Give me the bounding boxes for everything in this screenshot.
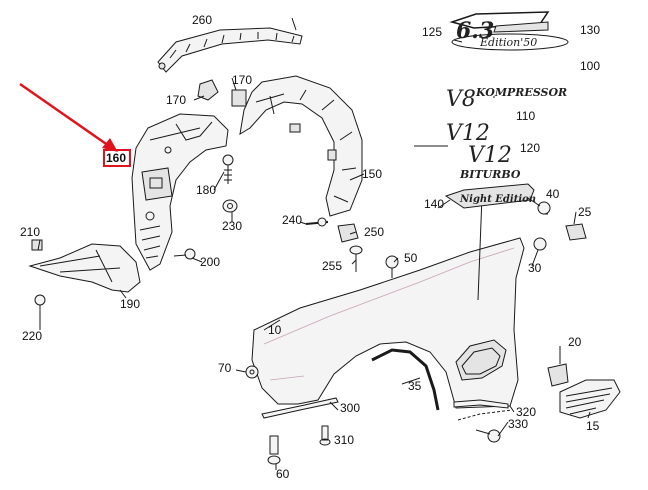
label-120[interactable]: 120: [520, 141, 540, 155]
part-190-lower-shield[interactable]: [28, 243, 141, 293]
highlight-arrowhead-icon: [102, 138, 118, 152]
label-15[interactable]: 15: [586, 419, 600, 433]
part-20-clip[interactable]: [547, 363, 569, 387]
emblem-v12-text: V12: [446, 121, 490, 146]
emblem-night-edition[interactable]: Night Edition: [444, 183, 536, 209]
label-35[interactable]: 35: [408, 379, 422, 393]
emblem-kompressor-text: KOMPRESSOR: [475, 86, 567, 99]
emblem-63-amg[interactable]: 6.3: [449, 11, 550, 44]
part-70-nut[interactable]: [245, 365, 259, 379]
label-70[interactable]: 70: [218, 361, 232, 375]
label-260[interactable]: 260: [192, 13, 212, 27]
emblem-night-edition-text: Night Edition: [459, 194, 536, 205]
part-250-clip[interactable]: [337, 223, 359, 243]
label-140[interactable]: 140: [424, 197, 444, 211]
label-300[interactable]: 300: [340, 401, 360, 415]
label-210[interactable]: 210: [20, 225, 40, 239]
part-210-clip[interactable]: [31, 239, 43, 251]
part-240-pin[interactable]: [305, 217, 329, 227]
part-40-screw[interactable]: [537, 201, 551, 215]
emblem-v12-biturbo-text: V12: [468, 143, 512, 168]
part-10-front-fender[interactable]: [251, 195, 525, 409]
part-220-screw[interactable]: [34, 294, 46, 322]
part-15-side-vent[interactable]: [559, 379, 621, 419]
label-150[interactable]: 150: [362, 167, 382, 181]
label-310[interactable]: 310: [334, 433, 354, 447]
part-300-trim-strip[interactable]: [261, 397, 339, 419]
label-330[interactable]: 330: [508, 417, 528, 431]
label-240[interactable]: 240: [282, 213, 302, 227]
label-50[interactable]: 50: [404, 251, 418, 265]
emblem-v8-text: V8: [446, 87, 476, 112]
part-310-pin[interactable]: [319, 425, 331, 446]
label-25[interactable]: 25: [578, 205, 592, 219]
part-35-arch-molding[interactable]: [371, 348, 440, 411]
label-230[interactable]: 230: [222, 219, 242, 233]
highlight-box: [103, 149, 131, 167]
label-60[interactable]: 60: [276, 467, 290, 481]
label-320[interactable]: 320: [516, 405, 536, 419]
part-200-screw[interactable]: [173, 248, 196, 260]
label-255[interactable]: 255: [322, 259, 342, 273]
emblem-biturbo-text: BITURBO: [459, 168, 521, 181]
part-25-clip[interactable]: [565, 223, 587, 241]
highlight-annotation: [19, 82, 131, 167]
label-170-b[interactable]: 170: [232, 73, 252, 87]
label-130[interactable]: 130: [580, 23, 600, 37]
leader-lines: [37, 17, 591, 470]
part-150-wheel-liner[interactable]: [239, 75, 363, 217]
label-160[interactable]: 160: [106, 151, 126, 165]
label-200[interactable]: 200: [200, 255, 220, 269]
part-260-liner-strip[interactable]: [157, 27, 303, 73]
label-30[interactable]: 30: [528, 261, 542, 275]
emblem-edition50[interactable]: Edition'50: [451, 33, 569, 51]
label-110[interactable]: 110: [516, 109, 535, 123]
part-180-screw[interactable]: [222, 154, 234, 184]
part-170-clip-b[interactable]: [231, 89, 247, 107]
label-100[interactable]: 100: [580, 59, 600, 73]
label-180[interactable]: 180: [196, 183, 216, 197]
part-60-bolt[interactable]: [267, 435, 281, 465]
part-230-nut[interactable]: [222, 199, 238, 213]
label-125[interactable]: 125: [422, 25, 442, 39]
emblem-v12[interactable]: V12: [446, 121, 490, 146]
part-30-screw[interactable]: [533, 237, 547, 251]
part-255-screw[interactable]: [349, 245, 363, 272]
part-170-clip-a[interactable]: [197, 79, 219, 101]
label-190[interactable]: 190: [120, 297, 140, 311]
emblem-edition50-text: Edition'50: [479, 36, 537, 49]
part-160-wheel-arch-liner[interactable]: [131, 113, 229, 271]
emblem-v8-kompressor[interactable]: V8 KOMPRESSOR: [446, 86, 567, 112]
callout-labels: 260 160 170 170 180 230 200 210 220 190 …: [20, 13, 600, 481]
emblem-v12-biturbo[interactable]: V12 BITURBO: [459, 143, 521, 181]
part-50-bolt[interactable]: [385, 255, 399, 278]
part-320-trim-strip[interactable]: [453, 399, 513, 421]
label-220[interactable]: 220: [22, 329, 42, 343]
svg-text:6.3: 6.3: [456, 18, 494, 44]
label-40[interactable]: 40: [546, 187, 560, 201]
label-170-a[interactable]: 170: [166, 93, 186, 107]
highlight-arrow-line: [19, 82, 113, 150]
label-250[interactable]: 250: [364, 225, 384, 239]
label-10[interactable]: 10: [268, 323, 282, 337]
part-330-bolt[interactable]: [475, 429, 501, 443]
label-20[interactable]: 20: [568, 335, 582, 349]
